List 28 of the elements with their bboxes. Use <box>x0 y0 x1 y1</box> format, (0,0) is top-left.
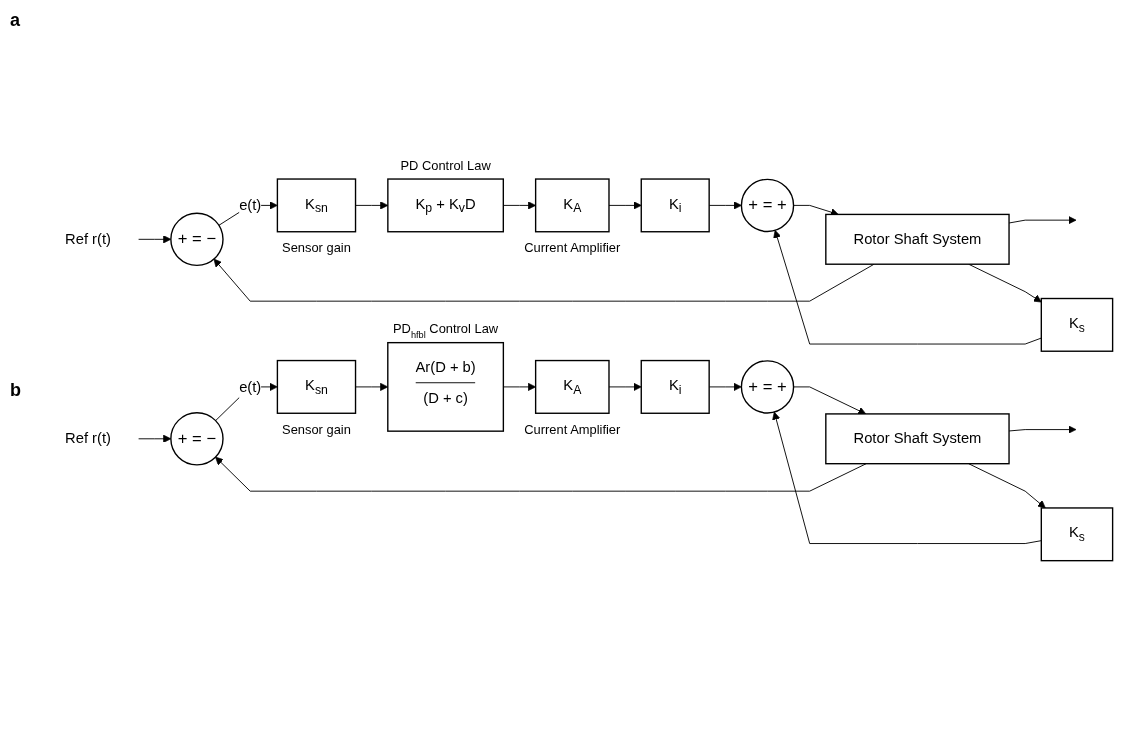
annotation-text: Current Amplifier <box>524 240 621 256</box>
annotation-text: Sensor gain <box>282 240 351 256</box>
node-circle: + = + <box>740 360 795 414</box>
node-box: K$_{A}$ <box>534 178 610 233</box>
node-box: Rotor Shaft System <box>825 413 1010 465</box>
node-box: K$_{A}$ <box>534 360 610 415</box>
annotation-text: Sensor gain <box>282 421 351 437</box>
node-box: K$_{sn}$ <box>276 178 357 233</box>
node-box: K$_{i}$ <box>640 360 710 415</box>
node-box: Rotor Shaft System <box>825 213 1010 266</box>
node-circle: + = − <box>170 412 224 466</box>
node-box: K$_{s}$ <box>1040 507 1114 562</box>
node-box: K$_{sn}$ <box>276 360 357 415</box>
node-circle: + = + <box>740 178 795 233</box>
annotation-text: Current Amplifier <box>524 421 621 437</box>
edge-label: e(t) <box>239 197 262 213</box>
node-box: K$_{p}$ + K$_{v}$D <box>387 178 504 233</box>
annotation-text: PD Control Law <box>400 157 491 173</box>
annotation-text: PD$_{hfbl}$ Control Law <box>393 321 499 341</box>
node-circle: + = − <box>170 212 224 267</box>
panel-letter: a <box>10 10 20 31</box>
node-text: Ref r(t) <box>65 231 111 247</box>
node-box: K$_{s}$ <box>1040 297 1114 353</box>
edge-label: e(t) <box>239 378 262 395</box>
node-box: Ar(D + b) (D + c) <box>387 342 505 432</box>
panel-letter: b <box>10 380 21 401</box>
node-box: K$_{i}$ <box>640 178 710 233</box>
node-text: Ref r(t) <box>65 430 111 447</box>
